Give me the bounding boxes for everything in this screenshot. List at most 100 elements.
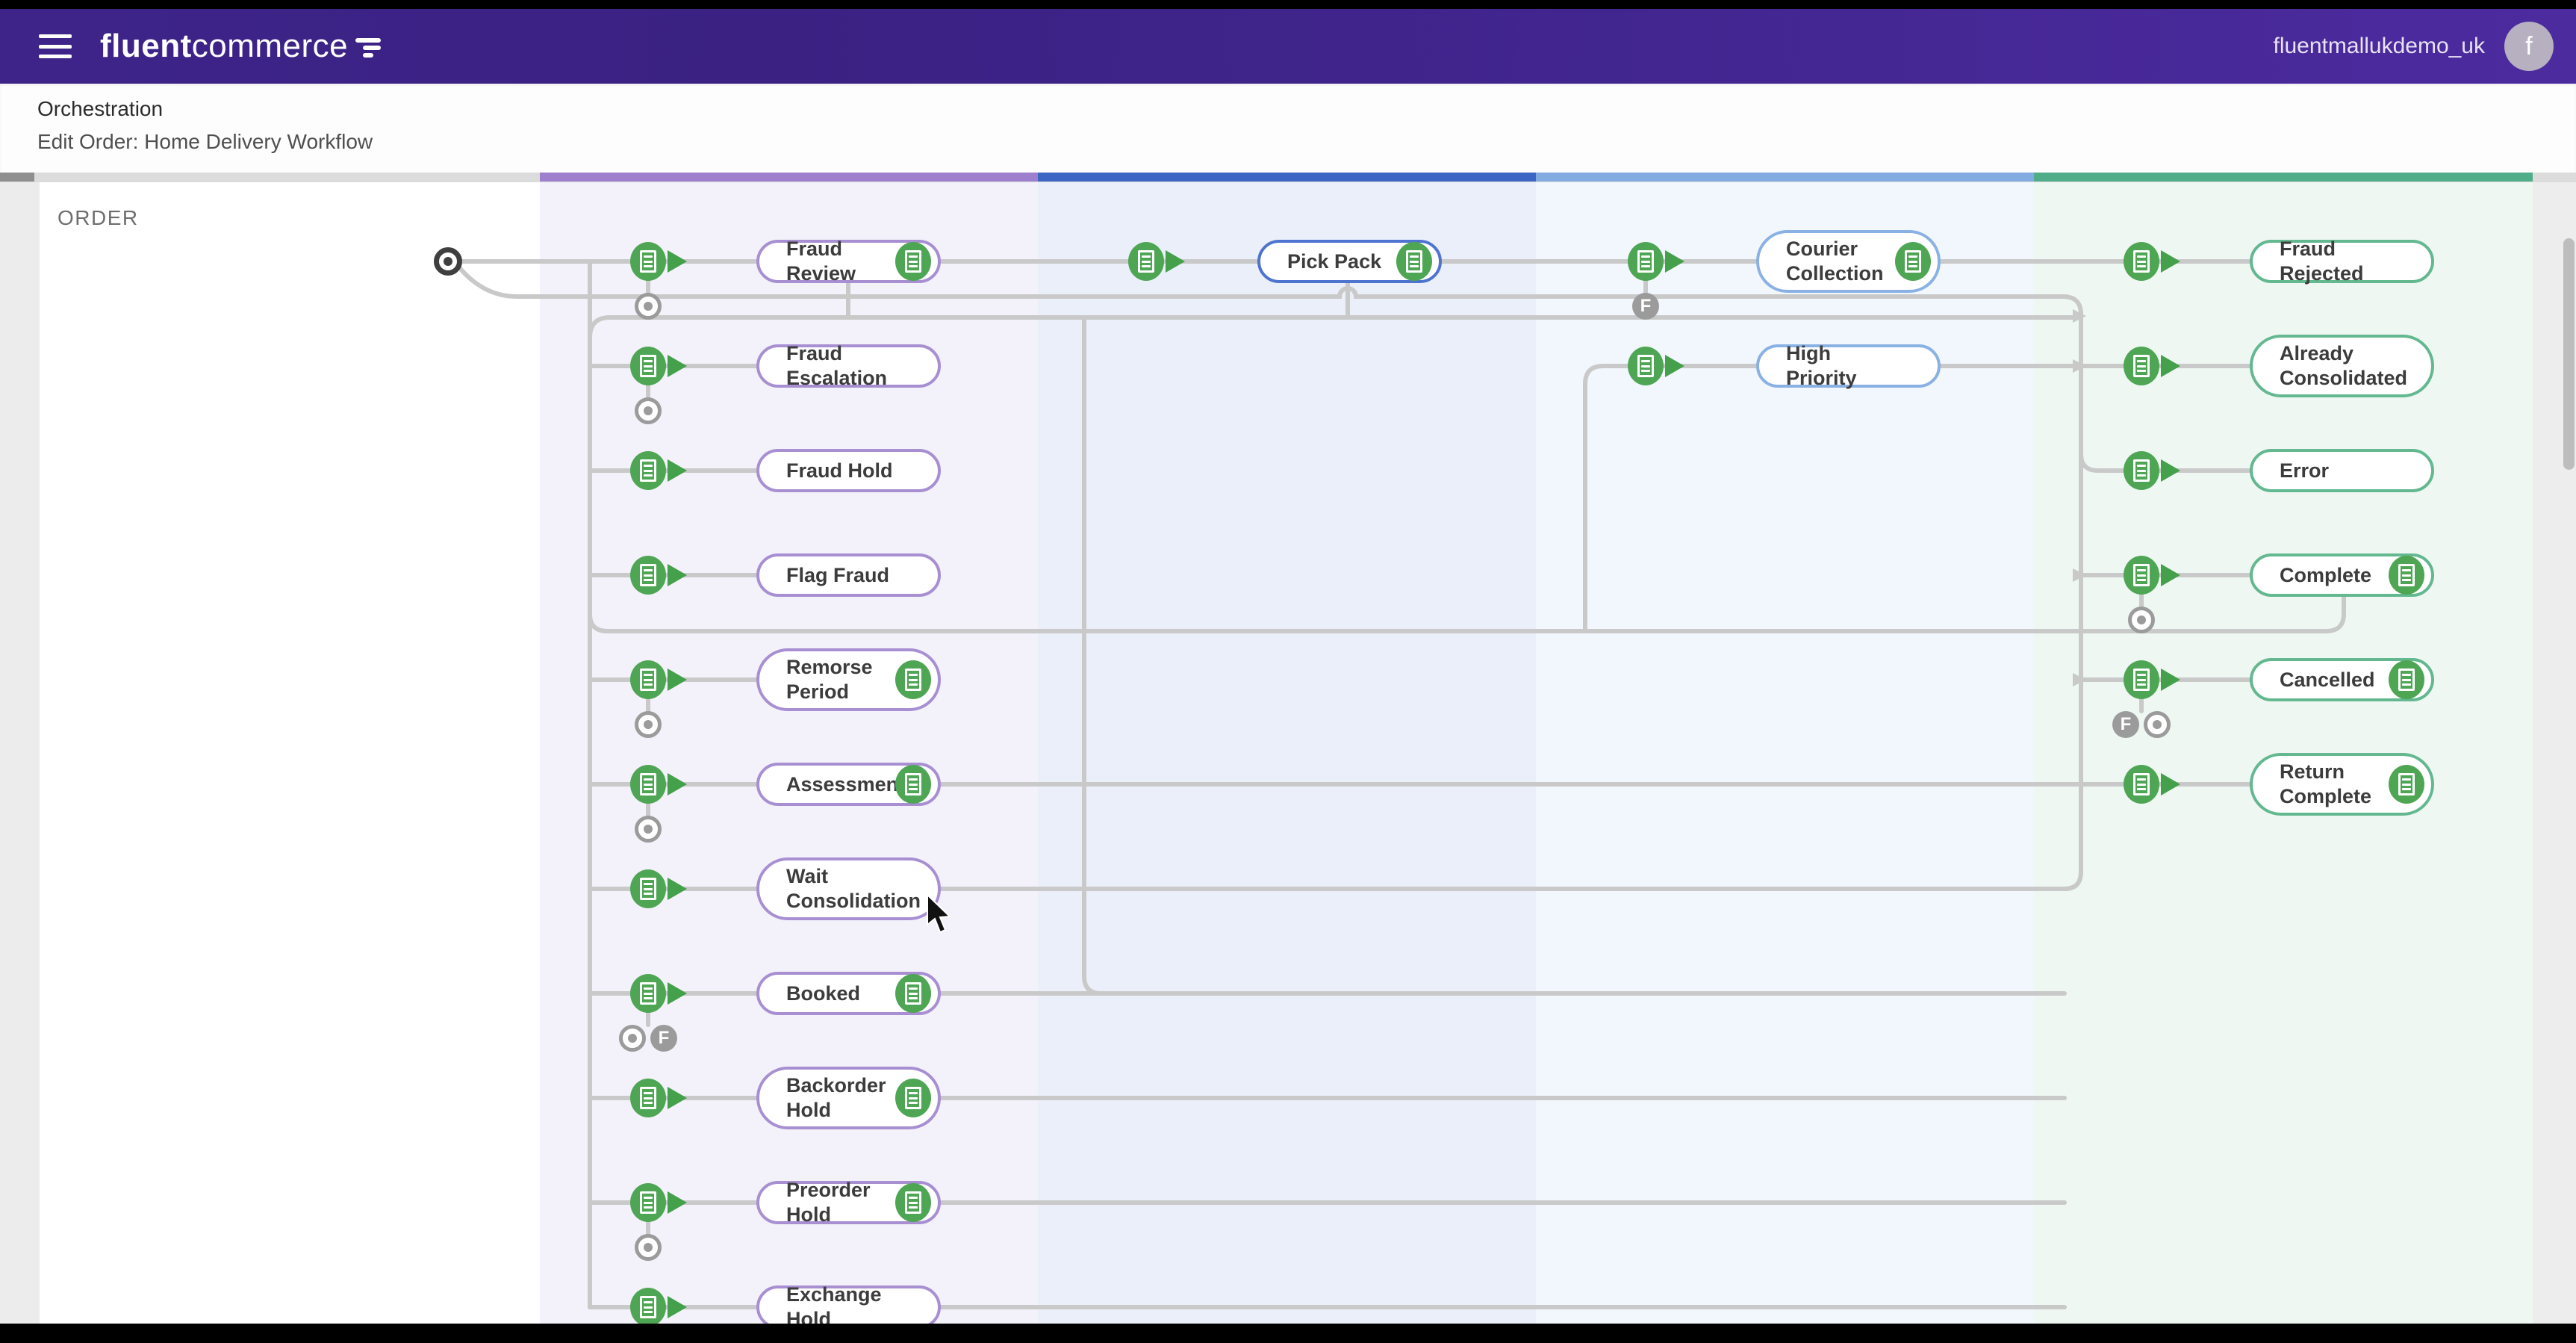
lane-2 xyxy=(1038,182,1536,1324)
event-badge[interactable] xyxy=(2144,711,2171,738)
arrow-icon xyxy=(668,250,687,273)
node-label: Cancelled xyxy=(2280,668,2375,691)
ruleset-icon xyxy=(1628,347,1664,385)
hamburger-menu-icon[interactable] xyxy=(39,34,72,58)
canvas-left-gutter xyxy=(0,182,40,1324)
node-complete[interactable]: Complete xyxy=(2250,553,2434,597)
entry-cancelled[interactable] xyxy=(2124,660,2180,699)
arrow-icon xyxy=(668,355,687,377)
arrow-icon xyxy=(1665,355,1684,377)
entry-exchange-hold[interactable] xyxy=(630,1288,687,1327)
event-badge[interactable] xyxy=(635,1234,662,1261)
node-pick-pack[interactable]: Pick Pack xyxy=(1257,240,1442,283)
event-badge[interactable] xyxy=(635,711,662,738)
entry-return-complete[interactable] xyxy=(2124,765,2180,804)
account-name[interactable]: fluentmallukdemo_uk xyxy=(2273,34,2486,58)
entry-remorse-period[interactable] xyxy=(630,660,687,699)
node-fraud-review[interactable]: Fraud Review xyxy=(756,238,941,285)
failure-badge[interactable]: F xyxy=(1632,293,1659,320)
entry-complete[interactable] xyxy=(2124,556,2180,595)
avatar[interactable]: f xyxy=(2504,22,2554,71)
ruleset-icon xyxy=(2389,556,2424,595)
mouse-cursor xyxy=(927,893,952,934)
arrow-icon xyxy=(668,669,687,691)
node-error[interactable]: Error xyxy=(2250,449,2434,492)
arrow-icon xyxy=(668,773,687,795)
entry-preorder-hold[interactable] xyxy=(630,1183,687,1222)
arrow-icon xyxy=(668,878,687,900)
node-booked[interactable]: Booked xyxy=(756,972,941,1015)
node-high-priority[interactable]: High Priority xyxy=(1756,342,1941,389)
entry-pick-pack[interactable] xyxy=(1128,242,1185,281)
entry-high-priority[interactable] xyxy=(1628,347,1684,385)
event-badge[interactable] xyxy=(2128,607,2155,633)
node-cancelled[interactable]: Cancelled xyxy=(2250,658,2434,701)
ruleset-icon xyxy=(895,765,931,804)
ruleset-icon xyxy=(2124,451,2159,490)
event-badge[interactable] xyxy=(635,397,662,424)
ruleset-icon xyxy=(2124,347,2159,385)
entry-booked[interactable] xyxy=(630,974,687,1013)
node-fraud-escalation[interactable]: Fraud Escalation xyxy=(756,342,941,389)
arrow-icon xyxy=(1665,250,1684,273)
entry-fraud-rejected[interactable] xyxy=(2124,242,2180,281)
node-assessment[interactable]: Assessment xyxy=(756,763,941,806)
failure-badge[interactable]: F xyxy=(650,1025,677,1052)
arrow-icon xyxy=(668,1296,687,1318)
arrow-icon xyxy=(668,459,687,482)
ruleset-icon xyxy=(1628,242,1664,281)
ruleset-icon xyxy=(2389,660,2424,699)
node-label: Pick Pack xyxy=(1287,249,1382,273)
entry-flag-fraud[interactable] xyxy=(630,556,687,595)
event-badge[interactable] xyxy=(619,1025,646,1052)
entry-error[interactable] xyxy=(2124,451,2180,490)
ruleset-icon xyxy=(630,347,666,385)
ruleset-icon xyxy=(2124,765,2159,804)
entry-fraud-hold[interactable] xyxy=(630,451,687,490)
entry-wait-consolidation[interactable] xyxy=(630,869,687,908)
ruleset-icon xyxy=(630,974,666,1013)
node-exchange-hold[interactable]: Exchange Hold xyxy=(756,1283,941,1330)
workflow-canvas[interactable]: ORDER xyxy=(0,182,2576,1324)
start-event-node[interactable] xyxy=(434,247,462,276)
node-preorder-hold[interactable]: Preorder Hold xyxy=(756,1179,941,1226)
ruleset-icon xyxy=(895,1079,931,1117)
entry-already-consolidated[interactable] xyxy=(2124,347,2180,385)
ruleset-icon xyxy=(630,765,666,804)
node-fraud-rejected[interactable]: Fraud Rejected xyxy=(2250,238,2434,285)
node-flag-fraud[interactable]: Flag Fraud xyxy=(756,553,941,597)
arrow-icon xyxy=(2161,355,2180,377)
lane-2-strip xyxy=(1038,173,1536,182)
lane-strip-row xyxy=(0,173,2576,182)
ruleset-icon xyxy=(630,1288,666,1327)
event-badge[interactable] xyxy=(635,293,662,320)
entry-courier-collection[interactable] xyxy=(1628,242,1684,281)
entry-fraud-review[interactable] xyxy=(630,242,687,281)
node-fraud-hold[interactable]: Fraud Hold xyxy=(756,449,941,492)
lane-group-label: ORDER xyxy=(57,206,139,229)
entry-backorder-hold[interactable] xyxy=(630,1079,687,1117)
node-label: Fraud Escalation xyxy=(786,342,888,389)
entry-fraud-escalation[interactable] xyxy=(630,347,687,385)
failure-badge[interactable]: F xyxy=(2112,711,2139,738)
breadcrumb-section[interactable]: Orchestration xyxy=(37,97,164,120)
brand-mark-icon xyxy=(355,35,382,58)
event-badge[interactable] xyxy=(635,816,662,843)
entry-assessment[interactable] xyxy=(630,765,687,804)
node-label: Fraud Hold xyxy=(786,459,893,482)
ruleset-icon xyxy=(895,660,931,699)
ruleset-icon xyxy=(1895,242,1931,281)
arrow-icon xyxy=(668,1191,687,1214)
vertical-scrollbar-thumb[interactable] xyxy=(2563,238,2575,470)
